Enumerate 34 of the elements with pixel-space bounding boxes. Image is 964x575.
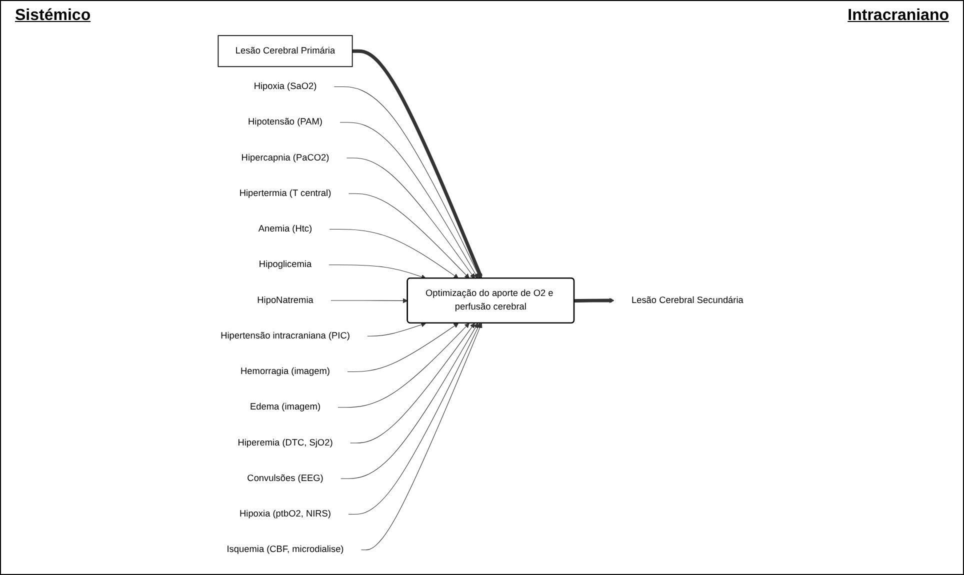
arrow — [337, 322, 470, 408]
arrow — [348, 322, 480, 515]
arrow — [334, 86, 480, 279]
node-text: Isquemia (CBF, microdialise) — [226, 544, 344, 554]
node-text: Hiperemia (DTC, SjO2) — [238, 438, 333, 448]
arrow — [352, 49, 482, 279]
arrow — [330, 298, 408, 304]
arrow — [574, 298, 614, 304]
node-text: Convulsões (EEG) — [247, 473, 324, 484]
arrow — [339, 122, 478, 279]
node-text: Anemia (Htc) — [258, 224, 312, 234]
node-text: Edema (imagem) — [250, 402, 321, 412]
column-heading: Intracraniano — [848, 7, 949, 26]
node-text: Lesão Cerebral Secundária — [631, 295, 744, 306]
node-text: Hipoxia (SaO2) — [254, 82, 317, 92]
arrow — [328, 264, 426, 280]
arrow — [360, 322, 482, 550]
node-text: HipoNatremia — [257, 295, 314, 306]
arrow — [346, 322, 459, 372]
node-text: Hipertermia (T central) — [239, 188, 332, 198]
node-text: Hemorragia (imagem) — [240, 366, 330, 376]
column-heading: Sistémico — [15, 7, 91, 26]
node-text: Hipercapnia (PaCO2) — [241, 152, 330, 163]
node-box: Lesão Cerebral Primária — [218, 35, 353, 68]
node-text: Hipotensão (PAM) — [248, 117, 322, 127]
arrow — [329, 228, 459, 279]
arrow — [346, 158, 475, 279]
arrow — [340, 322, 478, 479]
arrow — [348, 193, 470, 279]
node-text: Hipoxia (ptbO2, NIRS) — [240, 509, 331, 519]
node-text: Hipoglicemia — [258, 260, 312, 270]
arrow — [366, 322, 426, 336]
node-text: Hipertensão intracraniana (PIC) — [220, 330, 350, 341]
arrow — [350, 322, 475, 444]
